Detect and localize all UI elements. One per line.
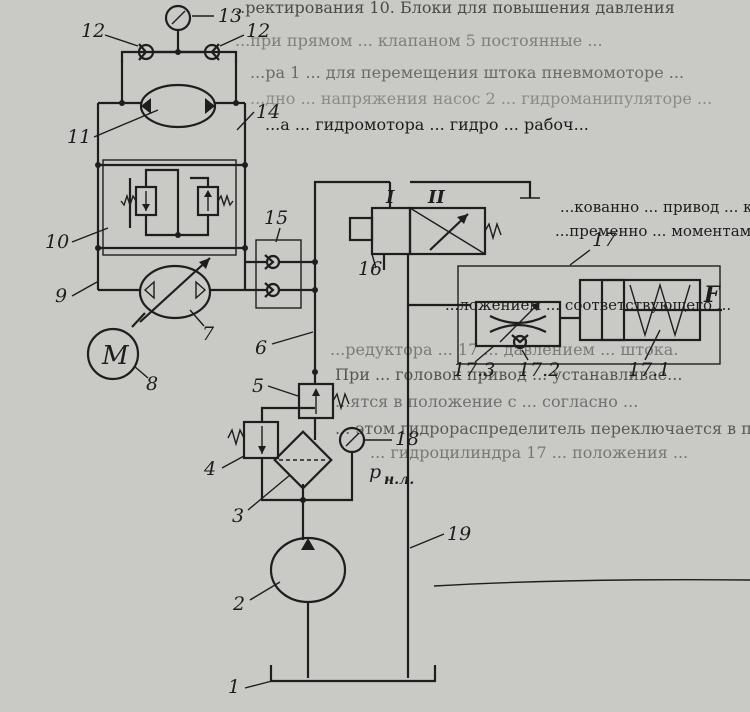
label-6: 6 (255, 337, 267, 359)
position-II: II (427, 187, 445, 208)
label-12-right: 12 (246, 20, 270, 42)
label-2: 2 (232, 593, 245, 615)
label-15: 15 (264, 207, 288, 229)
directional-valve-16 (348, 180, 540, 307)
bg-line: ...ректирования 10. Блоки для повышения … (230, 0, 675, 17)
label-13: 13 (218, 5, 242, 27)
motor-label: M (101, 341, 130, 371)
main-pressure-line-6 (313, 180, 390, 372)
pressure-p: p (369, 461, 381, 483)
label-8: 8 (146, 373, 158, 395)
electric-motor-8: M (86, 327, 140, 381)
bg-line: ...ятся в положение с ... согласно ... (335, 392, 638, 411)
bg-line: При ... головок привод ... устанавливае.… (335, 365, 682, 384)
pump-2 (269, 535, 347, 678)
force-label: F (703, 282, 721, 308)
filter-3 (273, 430, 333, 490)
bg-line: ...кованно ... привод ... кастрол ... (560, 198, 750, 216)
hydrocylinder-block-17 (457, 265, 722, 365)
check-valve-block-15 (245, 239, 318, 309)
position-I: I (385, 187, 395, 208)
paper-fold-line (433, 578, 750, 587)
label-17-2: 17.2 (518, 359, 560, 381)
label-17: 17 (592, 229, 617, 251)
safety-valve-block-10 (95, 159, 248, 256)
bg-line: ...ложением ... соответствующего ... (445, 296, 731, 314)
label-11: 11 (67, 126, 91, 148)
bg-line: ... этом гидрораспределитель переключает… (335, 419, 750, 438)
label-18: 18 (395, 428, 419, 450)
label-17-1: 17.1 (628, 359, 670, 381)
tank-1 (269, 665, 437, 683)
pressure-subscript: н.л. (384, 472, 414, 488)
bg-line: ...редуктора ... 17 ... давлением ... шт… (330, 340, 678, 359)
pump-shaft (131, 312, 146, 328)
bg-line: ...пременно ... моментам пренны ... (555, 222, 750, 240)
callout-labels: 13 12 12 11 14 10 9 7 8 15 6 5 4 3 2 1 1… (45, 5, 721, 698)
label-14: 14 (256, 101, 280, 123)
background-page-text: ...ректирования 10. Блоки для повышения … (230, 0, 750, 462)
label-17-3: 17.3 (453, 359, 495, 381)
label-16: 16 (358, 258, 382, 280)
bg-line: ...а ... гидромотора ... гидро ... рабоч… (265, 115, 589, 134)
label-4: 4 (203, 458, 216, 480)
label-9: 9 (55, 285, 67, 307)
label-19: 19 (447, 523, 471, 545)
label-7: 7 (202, 323, 215, 345)
bypass-valve-4 (227, 406, 315, 502)
pressure-symbol: p н.л. (369, 461, 414, 488)
label-3: 3 (232, 505, 244, 527)
pressure-gauge-13 (164, 4, 192, 52)
bg-line: ...при прямом ... клапаном 5 постоянные … (235, 31, 603, 50)
bg-line: ... гидроцилиндра 17 ... положения ... (370, 443, 688, 462)
label-12-left: 12 (81, 20, 105, 42)
variable-pump-7 (98, 257, 245, 323)
label-5: 5 (252, 375, 264, 397)
bg-line: ...дно ... напряжения насос 2 ... гидром… (250, 89, 712, 108)
label-1: 1 (228, 676, 240, 698)
bg-line: ...ра 1 ... для перемещения штока пневмо… (250, 63, 684, 82)
hydromotor-11 (139, 83, 217, 129)
label-10: 10 (45, 231, 69, 253)
